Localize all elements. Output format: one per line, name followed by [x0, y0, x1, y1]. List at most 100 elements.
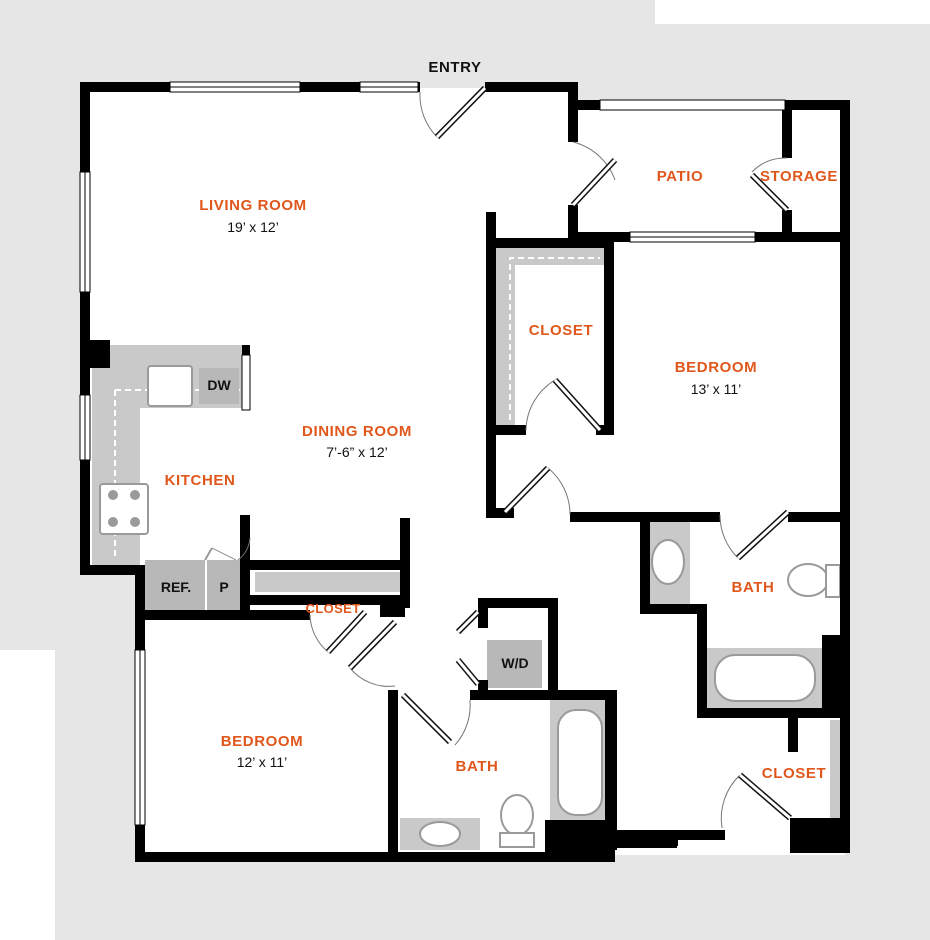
toilet-tank [499, 832, 535, 848]
pantry-box [207, 560, 242, 610]
master-bath-label: BATH [732, 579, 775, 596]
right-closet-shelf [830, 720, 842, 820]
living-room-dimensions: 19’ x 12’ [227, 219, 279, 235]
wall-storage [782, 210, 792, 238]
cooktop-icon [99, 483, 149, 535]
door-swing-icon [570, 141, 618, 208]
background-cutout [0, 650, 55, 940]
sink-icon [651, 539, 685, 585]
toilet-icon [500, 794, 534, 836]
wall [240, 560, 410, 570]
storage-label: STORAGE [760, 168, 838, 185]
second-bath-fixtures [400, 640, 610, 850]
burner [130, 517, 140, 527]
burner [108, 490, 118, 500]
room-labels: ENTRY LIVING ROOM 19’ x 12’ DINING ROOM … [161, 59, 838, 782]
door-swing-icon [720, 772, 792, 829]
bathtub-icon [714, 654, 816, 702]
hall-closet-label: CLOSET [305, 601, 360, 616]
entry-label: ENTRY [428, 59, 481, 76]
wall [615, 838, 677, 848]
second-bedroom-label: BEDROOM [221, 733, 304, 750]
master-bedroom-dimensions: 13’ x 11’ [691, 381, 742, 397]
dishwasher-label: DW [207, 377, 231, 393]
washer-dryer-label: W/D [501, 655, 528, 671]
wall [788, 512, 848, 522]
refrigerator-box [145, 560, 205, 610]
wall-pier [822, 635, 850, 715]
wall [640, 604, 705, 614]
kitchen-counters [92, 345, 400, 610]
wall-north [485, 82, 575, 92]
wall [486, 508, 514, 518]
door-swing-icon [749, 157, 790, 213]
master-closet-dash [509, 257, 600, 420]
wall [788, 712, 798, 752]
window-icon [241, 354, 251, 411]
bedroom-fill [490, 240, 845, 520]
dining-room-dimensions: 7’-6” x 12’ [326, 444, 387, 460]
bathtub-icon [557, 709, 603, 816]
refrigerator-label: REF. [161, 579, 191, 595]
wall [568, 82, 578, 142]
wall-storage [782, 108, 792, 158]
hall-shelf [255, 572, 400, 592]
sink-icon [419, 821, 461, 847]
wall [135, 610, 310, 620]
burner [130, 490, 140, 500]
wall [80, 565, 145, 575]
wall [478, 680, 488, 698]
wall [604, 238, 614, 433]
wall [486, 212, 496, 517]
wall-pier [80, 340, 110, 368]
second-bath-label: BATH [456, 758, 499, 775]
door-swing-icon [719, 509, 791, 561]
windows [79, 81, 786, 826]
dishwasher-box [199, 368, 239, 404]
wall [388, 690, 398, 860]
second-bedroom-dimensions: 12’ x 11’ [237, 754, 288, 770]
wall [640, 512, 650, 612]
door-swing-icon [502, 465, 571, 516]
wall [385, 852, 615, 862]
wall-south [135, 852, 390, 862]
pantry-label: P [219, 579, 228, 595]
door-swing-icon [400, 692, 471, 746]
patio-fill [575, 110, 845, 240]
living-room-label: LIVING ROOM [199, 197, 306, 214]
wall-west [80, 82, 90, 572]
master-closet-label: CLOSET [529, 322, 593, 339]
wall [596, 425, 614, 435]
wall [486, 238, 611, 248]
master-closet-shelf [495, 245, 605, 425]
wall-east [840, 100, 850, 845]
door-swing-icon [455, 609, 481, 686]
doors [204, 85, 792, 829]
wall [486, 425, 526, 435]
door-swing-icon [347, 619, 398, 687]
wall [380, 605, 405, 617]
wall [568, 205, 578, 235]
door-swing-icon [309, 609, 368, 655]
wall [400, 518, 410, 608]
wall [470, 690, 615, 700]
toilet-icon [787, 563, 829, 597]
wall [478, 598, 488, 628]
master-bath-fixtures [650, 518, 841, 708]
door-swing-icon [204, 537, 251, 561]
dining-room-label: DINING ROOM [302, 423, 412, 440]
washer-dryer-box [487, 640, 542, 688]
wall [548, 598, 558, 698]
window-icon [599, 99, 786, 111]
right-closet-label: CLOSET [762, 765, 826, 782]
sink-icon [147, 365, 193, 407]
closet-shelves [495, 245, 842, 820]
wall [697, 708, 847, 718]
patio-label: PATIO [657, 168, 704, 185]
wall [240, 595, 410, 605]
toilet-tank [825, 564, 841, 598]
wall [697, 604, 707, 716]
master-bedroom-label: BEDROOM [675, 359, 758, 376]
